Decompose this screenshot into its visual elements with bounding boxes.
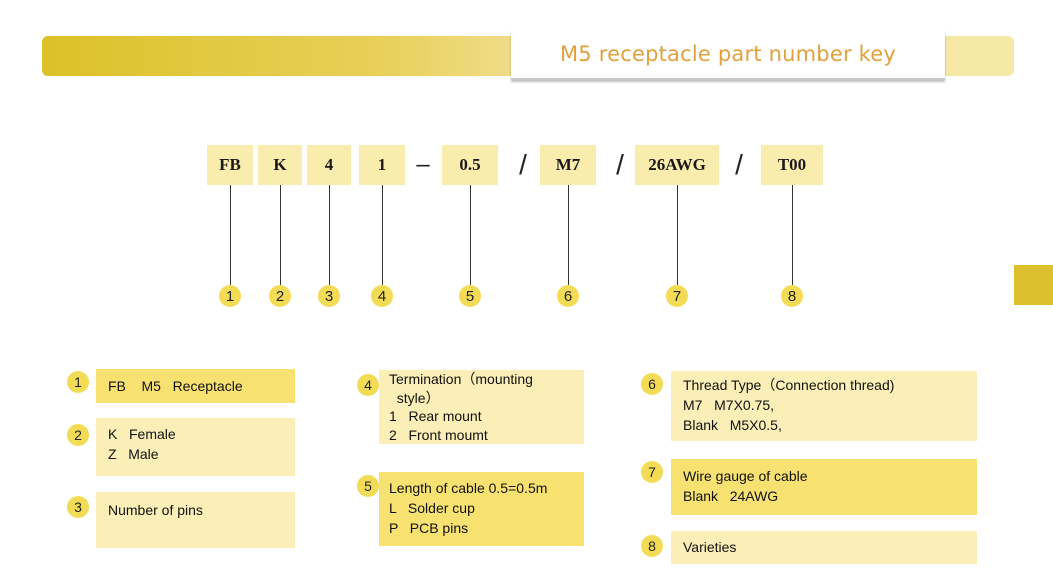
callout-number-7: 7 [666,285,688,307]
legend-2-line-1: K Female [108,426,176,442]
legend-number-4: 4 [357,374,379,396]
callout-number-6: 6 [557,285,579,307]
header-title-box: M5 receptacle part number key [511,30,945,80]
legend-4-line-1: Termination（mounting [389,371,533,387]
legend-number-2: 2 [67,424,89,446]
callout-number-2: 2 [269,285,291,307]
legend-box-5: Length of cable 0.5=0.5m L Solder cup P … [379,472,584,546]
callout-number-5: 5 [459,285,481,307]
legend-2-line-2: Z Male [108,446,159,462]
pn-segment-7: 26AWG [635,145,719,185]
legend-box-1: FB M5 Receptacle [96,369,295,403]
pn-segment-1: FB [207,145,253,185]
pn-segment-8: T00 [761,145,823,185]
pn-separator-dash: – [416,151,430,178]
page-title: M5 receptacle part number key [559,42,897,66]
connector-line-4 [382,185,383,285]
legend-number-8: 8 [641,535,663,557]
legend-number-1: 1 [67,371,89,393]
legend-box-7: Wire gauge of cable Blank 24AWG [671,459,977,515]
connector-line-2 [280,185,281,285]
legend-6-line-1: Thread Type（Connection thread) [683,377,895,393]
legend-7-line-1: Wire gauge of cable [683,468,808,484]
pn-segment-5: 0.5 [442,145,498,185]
legend-number-6: 6 [641,373,663,395]
legend-box-8: Varieties [671,531,977,564]
legend-number-3: 3 [67,496,89,518]
legend-4-line-2: style） [389,389,440,406]
pn-separator-slash-3: / [735,149,743,180]
legend-box-3: Number of pins [96,492,295,548]
side-tab [1014,265,1053,305]
legend-4-line-4: 2 Front moumt [389,426,488,443]
pn-separator-slash-2: / [616,149,624,180]
legend-1-line-1: FB M5 Receptacle [108,378,243,394]
connector-line-5 [470,185,471,285]
legend-5-line-3: P PCB pins [389,520,469,536]
callout-number-8: 8 [781,285,803,307]
callout-number-3: 3 [318,285,340,307]
connector-line-1 [230,185,231,285]
legend-6-line-2: M7 M7X0.75, [683,397,775,413]
pn-segment-2: K [258,145,302,185]
legend-8-line-1: Varieties [683,539,737,555]
connector-line-7 [677,185,678,285]
connector-line-3 [329,185,330,285]
legend-7-line-2: Blank 24AWG [683,488,779,504]
legend-box-2: K Female Z Male [96,418,295,476]
legend-box-4: Termination（mounting style） 1 Rear mount… [379,370,584,444]
legend-5-line-1: Length of cable 0.5=0.5m [389,480,548,496]
callout-number-4: 4 [371,285,393,307]
legend-box-6: Thread Type（Connection thread) M7 M7X0.7… [671,371,977,441]
pn-segment-6: M7 [540,145,596,185]
legend-4-line-3: 1 Rear mount [389,408,482,424]
legend-3-line-1: Number of pins [108,502,203,518]
legend-number-5: 5 [357,475,379,497]
legend-5-line-2: L Solder cup [389,500,475,516]
legend-6-line-3: Blank M5X0.5, [683,417,782,433]
connector-line-8 [792,185,793,285]
callout-number-1: 1 [219,285,241,307]
pn-separator-slash-1: / [519,149,527,180]
pn-segment-4: 1 [359,145,405,185]
legend-number-7: 7 [641,461,663,483]
connector-line-6 [568,185,569,285]
pn-segment-3: 4 [307,145,351,185]
